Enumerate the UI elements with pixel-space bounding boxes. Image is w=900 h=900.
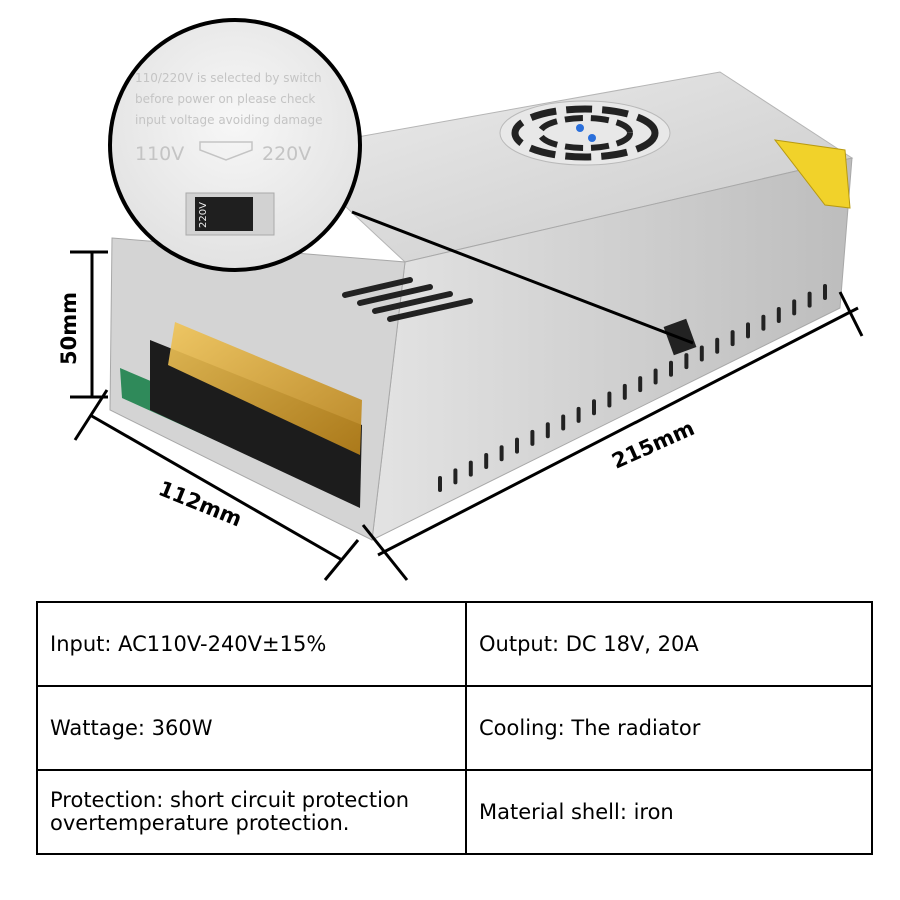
spec-table: Input: AC110V-240V±15% Output: DC 18V, 2…	[36, 601, 873, 855]
zoom-voltage-right: 220V	[262, 143, 311, 165]
zoom-connector-line	[351, 210, 694, 345]
dimension-length-label: 215mm	[608, 416, 698, 474]
spec-protection: Protection: short circuit protection ove…	[36, 769, 467, 855]
dimension-depth-label: 112mm	[155, 476, 245, 531]
spec-material: Material shell: iron	[465, 769, 873, 855]
spec-row: Protection: short circuit protection ove…	[36, 769, 873, 855]
spec-cooling: Cooling: The radiator	[465, 685, 873, 771]
spec-row: Input: AC110V-240V±15% Output: DC 18V, 2…	[36, 601, 873, 687]
zoom-inset: 110/220V is selected by switch before po…	[108, 18, 362, 272]
zoom-voltage-left: 110V	[135, 143, 184, 165]
spec-output: Output: DC 18V, 20A	[465, 601, 873, 687]
dimension-length	[361, 291, 864, 581]
terminal-cover	[168, 322, 362, 455]
spec-input: Input: AC110V-240V±15%	[36, 601, 467, 687]
zoom-arrow-icon	[199, 141, 253, 161]
spec-row: Wattage: 360W Cooling: The radiator	[36, 685, 873, 771]
zoom-notice-line-3: input voltage avoiding damage	[135, 113, 322, 127]
spec-wattage: Wattage: 360W	[36, 685, 467, 771]
spec-protection-line-2: overtemperature protection.	[50, 811, 350, 835]
zoom-switch-label: 220V	[198, 202, 209, 228]
zoom-switch	[195, 197, 253, 231]
power-supply-body	[109, 71, 854, 541]
spec-protection-line-1: Protection: short circuit protection	[50, 788, 410, 812]
dimension-depth	[73, 389, 360, 581]
warning-sticker	[773, 139, 851, 209]
fan-grille	[499, 100, 671, 166]
zoom-notice-line-2: before power on please check	[135, 92, 315, 106]
terminal-block	[150, 340, 362, 508]
dimension-height-label: 50mm	[57, 292, 81, 365]
product-figure: 110/220V is selected by switch before po…	[57, 18, 864, 581]
side-vent-slots	[438, 284, 827, 492]
top-vent-slots	[342, 277, 473, 322]
zoom-notice-line-1: 110/220V is selected by switch	[135, 71, 322, 85]
